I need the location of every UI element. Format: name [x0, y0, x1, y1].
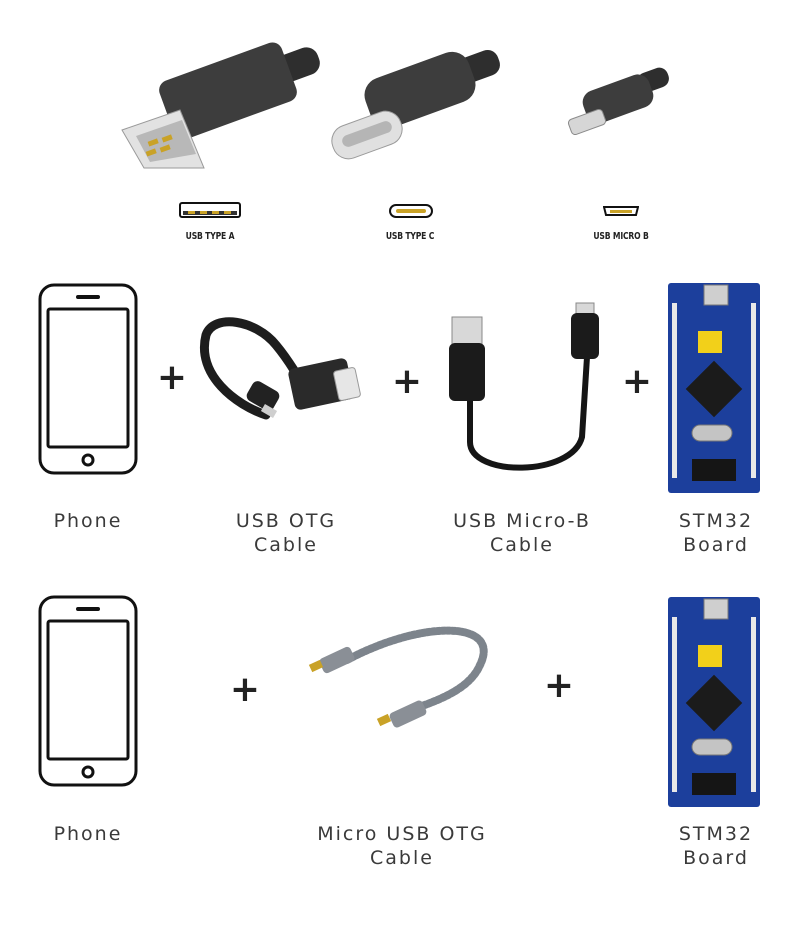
type-a-outline-icon [179, 202, 241, 218]
micro-usb-otg-cable-caption: Micro USB OTG Cable [317, 823, 487, 869]
phone-caption: Phone [53, 823, 123, 845]
type-c-outline-icon [389, 204, 433, 218]
plus-icon: + [543, 665, 575, 706]
micro-b-label: USB MICRO B [593, 231, 649, 242]
plus-icon: + [621, 361, 653, 402]
micro-usb-otg-cable-image [302, 610, 502, 735]
phone-icon [38, 283, 138, 475]
plus-icon: + [156, 357, 188, 398]
stm32-board-image [668, 283, 760, 493]
stm32-board-image [668, 597, 760, 807]
usb-micro-b-plug-image [565, 62, 675, 142]
plus-icon: + [391, 361, 423, 402]
usb-type-c-plug-image [325, 40, 505, 160]
usb-micro-b-cable-image [432, 297, 612, 472]
stm32-board-caption: STM32 Board [678, 510, 754, 556]
plus-icon: + [229, 669, 261, 710]
usb-otg-cable-caption: USB OTG Cable [235, 510, 337, 556]
type-c-label: USB TYPE C [385, 231, 435, 242]
phone-icon [38, 595, 138, 787]
usb-type-a-plug-image [118, 40, 338, 170]
micro-b-outline-icon [603, 206, 639, 216]
type-a-label: USB TYPE A [185, 231, 235, 242]
usb-otg-cable-image [196, 315, 366, 440]
phone-caption: Phone [53, 510, 123, 532]
stm32-board-caption: STM32 Board [678, 823, 754, 869]
usb-micro-b-cable-caption: USB Micro-B Cable [453, 510, 591, 556]
